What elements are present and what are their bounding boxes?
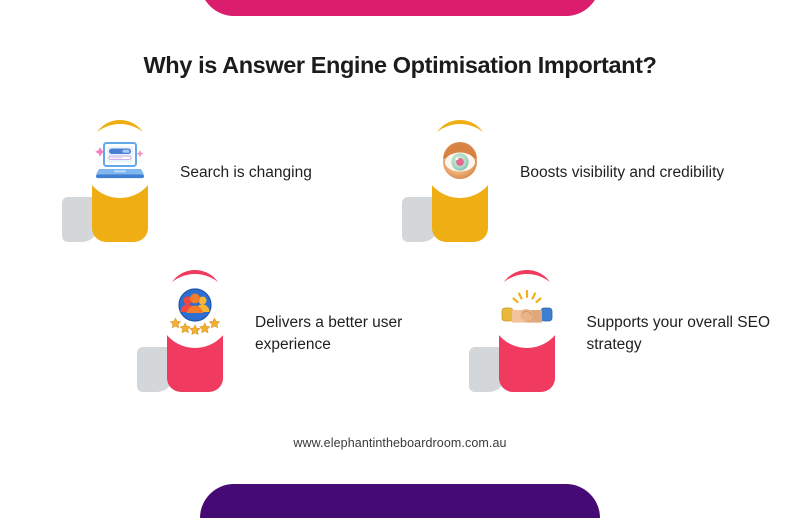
people-stars-rating-icon <box>158 274 232 348</box>
benefits-row: Search is changing <box>0 120 800 242</box>
benefit-label: Delivers a better user experience <box>255 270 465 356</box>
handshake-icon <box>490 274 564 348</box>
benefit-icon-badge <box>62 120 158 242</box>
benefits-row: Delivers a better user experience <box>0 270 800 392</box>
benefit-item-boosts-visibility: Boosts visibility and credibility <box>402 120 742 242</box>
benefits-grid: Search is changing <box>0 120 800 392</box>
benefit-label: Supports your overall SEO strategy <box>587 270 797 356</box>
page-title: Why is Answer Engine Optimisation Import… <box>0 52 800 79</box>
benefit-item-seo-strategy: Supports your overall SEO strategy <box>469 270 800 392</box>
laptop-search-icon <box>83 124 157 198</box>
benefit-label: Search is changing <box>180 120 312 184</box>
benefit-icon-badge <box>402 120 498 242</box>
benefit-item-user-experience: Delivers a better user experience <box>137 270 469 392</box>
benefit-label: Boosts visibility and credibility <box>520 120 724 184</box>
benefit-icon-badge <box>469 270 565 392</box>
eye-icon <box>423 124 497 198</box>
benefit-icon-badge <box>137 270 233 392</box>
bottom-decorative-banner <box>200 484 600 518</box>
footer-website-url: www.elephantintheboardroom.com.au <box>0 436 800 450</box>
benefit-item-search-is-changing: Search is changing <box>62 120 402 242</box>
top-decorative-banner <box>200 0 600 16</box>
